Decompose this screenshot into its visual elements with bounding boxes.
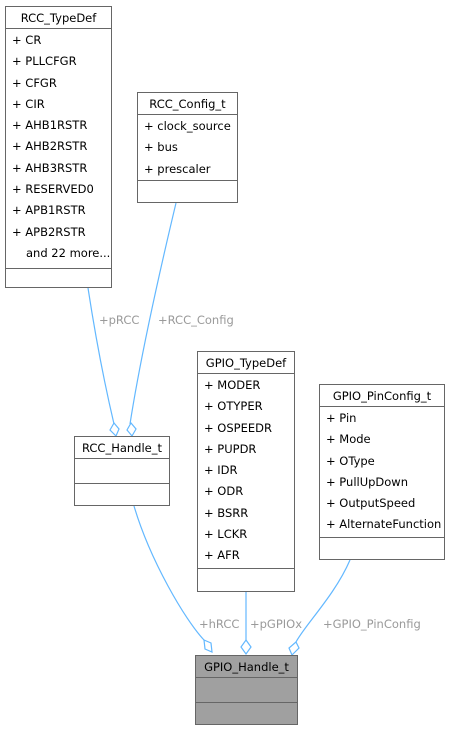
attribute: + APB1RSTR — [12, 203, 86, 218]
edge-hrcc — [133, 505, 205, 641]
attribute: + PullUpDown — [326, 474, 409, 489]
edge-rcc-config — [129, 202, 177, 425]
attribute: + Mode — [326, 432, 371, 447]
class-title: GPIO_PinConfig_t — [320, 385, 444, 407]
attribute-list — [75, 459, 169, 484]
attribute: + OTYPER — [204, 399, 263, 414]
class-gpio-typedef[interactable]: GPIO_TypeDef + MODER + OTYPER + OSPEEDR … — [197, 351, 295, 592]
method-list — [196, 703, 297, 723]
attribute: + CIR — [12, 96, 45, 111]
class-gpio-pinconfig[interactable]: GPIO_PinConfig_t + Pin + Mode + OType + … — [319, 384, 445, 560]
edge-prcc — [87, 287, 115, 425]
attribute: + ODR — [204, 484, 244, 499]
attribute: + AFR — [204, 548, 240, 563]
attribute-list: + clock_source + bus + prescaler — [138, 115, 237, 181]
edge-pgpiox-diamond — [240, 638, 252, 656]
attribute: + MODER — [204, 378, 261, 392]
edge-gpio-pinconfig-diamond — [288, 641, 300, 657]
attribute: + PLLCFGR — [12, 54, 77, 69]
attribute-list: + CR + PLLCFGR + CFGR + CIR + AHB1RSTR +… — [6, 29, 111, 269]
attribute: + PUPDR — [204, 441, 257, 456]
attribute: + APB2RSTR — [12, 224, 86, 239]
edge-gpio-pinconfig — [295, 559, 351, 643]
attribute: + OSPEEDR — [204, 420, 272, 435]
edge-prcc-diamond — [109, 421, 120, 438]
attribute: + AHB2RSTR — [12, 139, 88, 154]
attribute: + IDR — [204, 463, 238, 478]
edge-label-prcc: +pRCC — [99, 313, 140, 327]
more-attributes-note: and 22 more... — [26, 245, 111, 260]
method-list — [320, 538, 444, 558]
attribute: + AHB1RSTR — [12, 118, 88, 133]
class-rcc-typedef[interactable]: RCC_TypeDef + CR + PLLCFGR + CFGR + CIR … — [5, 6, 112, 288]
attribute: + OutputSpeed — [326, 496, 416, 511]
attribute: + RESERVED0 — [12, 182, 94, 197]
class-title: GPIO_TypeDef — [198, 352, 294, 374]
class-gpio-handle[interactable]: GPIO_Handle_t — [195, 655, 298, 725]
class-rcc-config[interactable]: RCC_Config_t + clock_source + bus + pres… — [137, 92, 238, 203]
edge-label-gpio-pinconfig: +GPIO_PinConfig — [323, 617, 421, 631]
method-list — [6, 269, 111, 289]
edge-label-pgpiox: +pGPIOx — [250, 617, 303, 631]
edge-label-hrcc: +hRCC — [199, 617, 240, 631]
attribute-list: + Pin + Mode + OType + PullUpDown + Outp… — [320, 407, 444, 538]
class-title: RCC_Handle_t — [75, 437, 169, 459]
class-rcc-handle[interactable]: RCC_Handle_t — [74, 436, 170, 506]
attribute: + AlternateFunction — [326, 517, 442, 532]
method-list — [138, 181, 237, 201]
attribute-list — [196, 678, 297, 703]
edge-rcc-config-diamond — [126, 421, 137, 438]
class-title: GPIO_Handle_t — [196, 656, 297, 678]
attribute: + clock_source — [144, 119, 231, 133]
edge-label-rcc-config: +RCC_Config — [158, 313, 234, 327]
attribute: + AHB3RSTR — [12, 160, 88, 175]
attribute: + bus — [144, 140, 178, 155]
attribute: + prescaler — [144, 161, 211, 176]
method-list — [198, 569, 294, 589]
method-list — [75, 484, 169, 504]
attribute: + BSRR — [204, 505, 249, 520]
attribute: + Pin — [326, 411, 357, 425]
attribute: + CFGR — [12, 75, 57, 90]
class-title: RCC_Config_t — [138, 93, 237, 115]
class-title: RCC_TypeDef — [6, 7, 111, 29]
edge-hrcc-diamond — [203, 639, 213, 653]
attribute: + LCKR — [204, 527, 248, 542]
attribute: + CR — [12, 33, 42, 47]
attribute: + OType — [326, 453, 375, 468]
attribute-list: + MODER + OTYPER + OSPEEDR + PUPDR + IDR… — [198, 374, 294, 569]
